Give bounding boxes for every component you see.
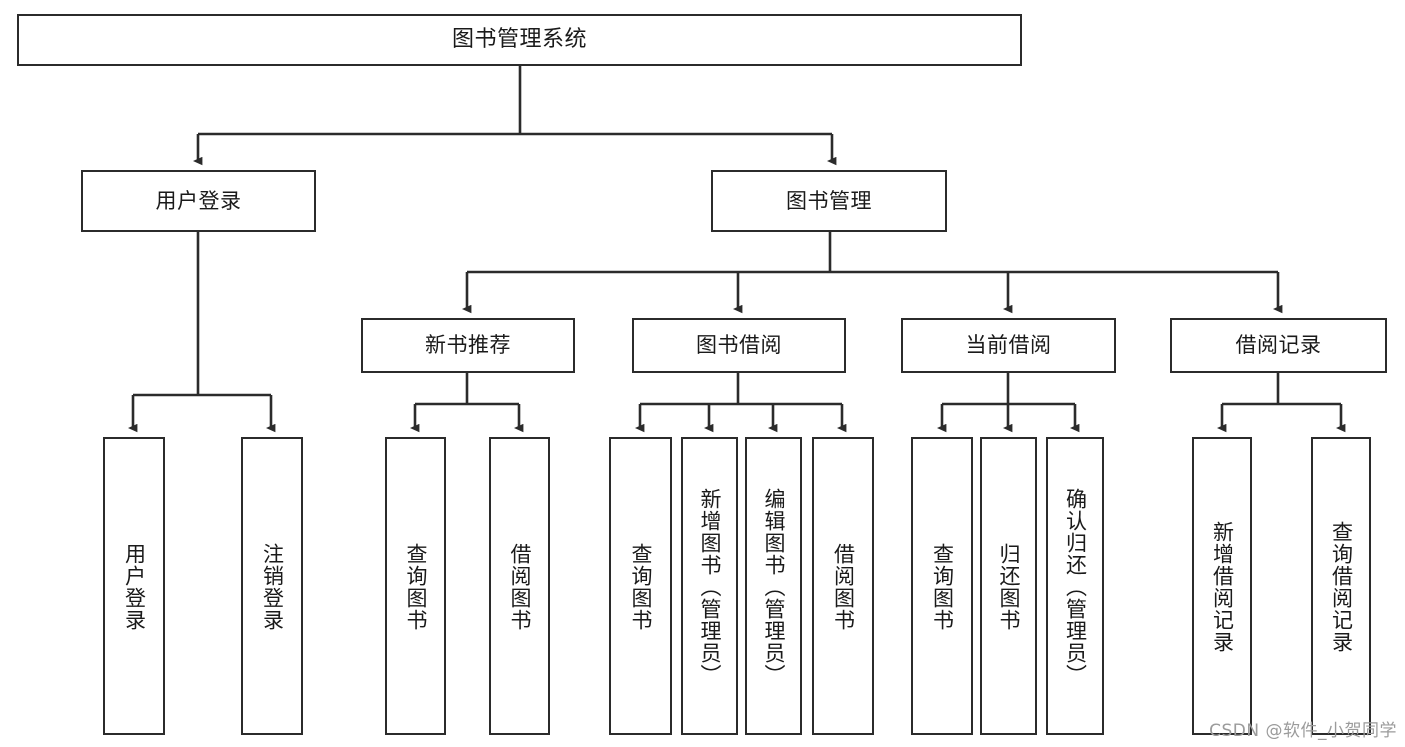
leaf-user-login-logout[interactable]: 注销登录 xyxy=(241,437,303,735)
leaf-new-book-borrow[interactable]: 借阅图书 xyxy=(489,437,550,735)
node-label: 图书管理系统 xyxy=(451,27,587,53)
node-label: 借阅图书 xyxy=(831,543,856,631)
node-current-borrow[interactable]: 当前借阅 xyxy=(901,318,1116,373)
node-label: 查询图书 xyxy=(930,543,955,631)
node-label: 用户登录 xyxy=(122,543,147,631)
leaf-current-confirm-return-admin[interactable]: 确认归还（管理员） xyxy=(1046,437,1104,735)
node-label: 当前借阅 xyxy=(965,333,1052,358)
node-label: 用户登录 xyxy=(155,188,242,213)
leaf-borrow-add-book-admin[interactable]: 新增图书（管理员） xyxy=(681,437,738,735)
leaf-records-add-record[interactable]: 新增借阅记录 xyxy=(1192,437,1252,735)
leaf-records-query-record[interactable]: 查询借阅记录 xyxy=(1311,437,1371,735)
node-label: 借阅记录 xyxy=(1235,333,1322,358)
leaf-borrow-borrow-book[interactable]: 借阅图书 xyxy=(812,437,874,735)
node-label: 查询图书 xyxy=(403,543,428,631)
leaf-new-book-query[interactable]: 查询图书 xyxy=(385,437,446,735)
node-label: 确认归还（管理员） xyxy=(1063,488,1088,686)
node-label: 图书管理 xyxy=(786,188,872,213)
node-label: 查询借阅记录 xyxy=(1329,521,1354,653)
node-label: 新书推荐 xyxy=(425,333,511,358)
node-book-management[interactable]: 图书管理 xyxy=(711,170,947,232)
node-book-borrow[interactable]: 图书借阅 xyxy=(632,318,846,373)
leaf-user-login-login[interactable]: 用户登录 xyxy=(103,437,165,735)
node-label: 查询图书 xyxy=(628,543,653,631)
leaf-borrow-query-book[interactable]: 查询图书 xyxy=(609,437,672,735)
node-new-book-recommend[interactable]: 新书推荐 xyxy=(361,318,575,373)
leaf-borrow-edit-book-admin[interactable]: 编辑图书（管理员） xyxy=(745,437,802,735)
node-borrow-records[interactable]: 借阅记录 xyxy=(1170,318,1387,373)
node-label: 新增借阅记录 xyxy=(1210,521,1235,653)
node-label: 借阅图书 xyxy=(507,543,532,631)
node-label: 图书借阅 xyxy=(696,333,782,358)
node-label: 归还图书 xyxy=(996,543,1021,631)
leaf-current-return-book[interactable]: 归还图书 xyxy=(980,437,1037,735)
node-label: 新增图书（管理员） xyxy=(697,488,722,686)
node-user-login[interactable]: 用户登录 xyxy=(81,170,316,232)
node-label: 注销登录 xyxy=(260,543,285,631)
node-label: 编辑图书（管理员） xyxy=(761,488,786,686)
leaf-current-query-book[interactable]: 查询图书 xyxy=(911,437,973,735)
node-book-management-system[interactable]: 图书管理系统 xyxy=(17,14,1022,66)
